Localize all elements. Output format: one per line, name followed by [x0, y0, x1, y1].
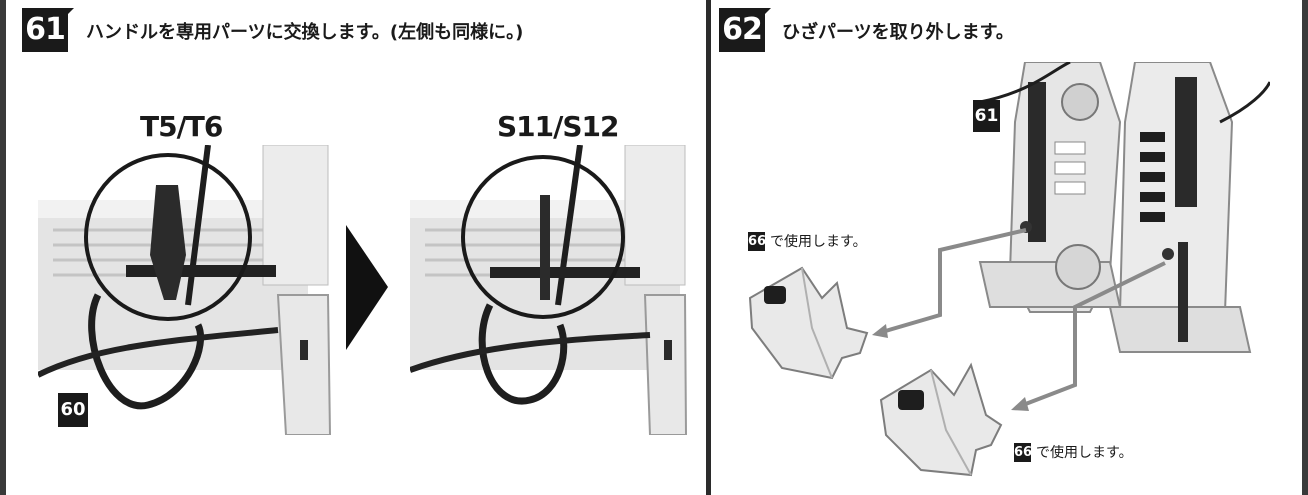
after-handle-photo: [410, 145, 688, 435]
leader-arrow-lower: [1011, 261, 1166, 411]
step-61-number: 61: [22, 8, 74, 52]
part-61-badge: 61: [973, 100, 1000, 132]
part-60-badge: 60: [58, 393, 88, 427]
before-part-label: T5/T6: [140, 110, 223, 143]
step-62-title: ひざパーツを取り外します。: [782, 22, 1014, 43]
note-lower-ref-badge: 66: [1014, 442, 1033, 462]
leader-arrow-icon: [872, 228, 1027, 338]
note-upper-text: で使用します。: [770, 234, 867, 250]
note-upper-ref-badge: 66: [748, 231, 767, 251]
frame-right-edge: [1302, 0, 1308, 495]
panel-divider: [704, 0, 713, 495]
after-part-label: S11/S12: [497, 110, 619, 143]
knee-part-lower-photo: [879, 362, 1003, 477]
step-62-number: 62: [719, 8, 771, 52]
next-step-arrow-icon: [346, 225, 388, 350]
step-61-title: ハンドルを専用パーツに交換します。(左側も同様に。): [86, 22, 524, 43]
frame-left-edge: [0, 0, 6, 495]
note-lower-text: で使用します。: [1036, 445, 1133, 461]
before-handle-photo: [38, 145, 332, 435]
robot-legs-photo: [978, 62, 1270, 353]
knee-part-upper-photo: [748, 266, 869, 380]
